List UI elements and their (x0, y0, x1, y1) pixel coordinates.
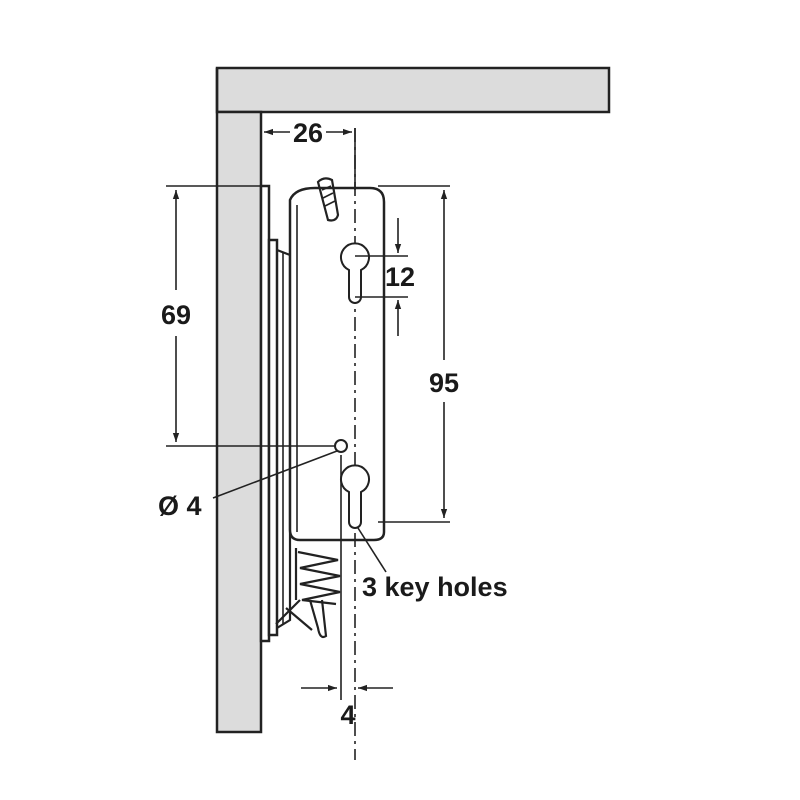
pin-hole (334, 439, 348, 453)
callout-key-holes: 3 key holes (357, 527, 508, 602)
dim-26: 26 (264, 118, 356, 190)
dim-12: 12 (355, 218, 415, 336)
callout-pin-hole: Ø 4 (158, 450, 338, 521)
hinge-body (288, 177, 386, 542)
dim-4-label: 4 (340, 700, 355, 730)
dim-12-label: 12 (385, 262, 415, 292)
side-panel (215, 68, 263, 734)
dim-69: 69 (161, 185, 335, 447)
pin-hole-label: Ø 4 (158, 491, 202, 521)
dim-26-label: 26 (293, 118, 323, 148)
dim-4: 4 (301, 455, 393, 730)
cabinet (215, 66, 611, 734)
top-panel (215, 66, 611, 114)
dim-95: 95 (378, 185, 459, 523)
dim-69-label: 69 (161, 300, 191, 330)
mounting-plate (259, 184, 292, 643)
key-holes-label: 3 key holes (362, 572, 508, 602)
spring (275, 548, 341, 639)
dim-95-label: 95 (429, 368, 459, 398)
